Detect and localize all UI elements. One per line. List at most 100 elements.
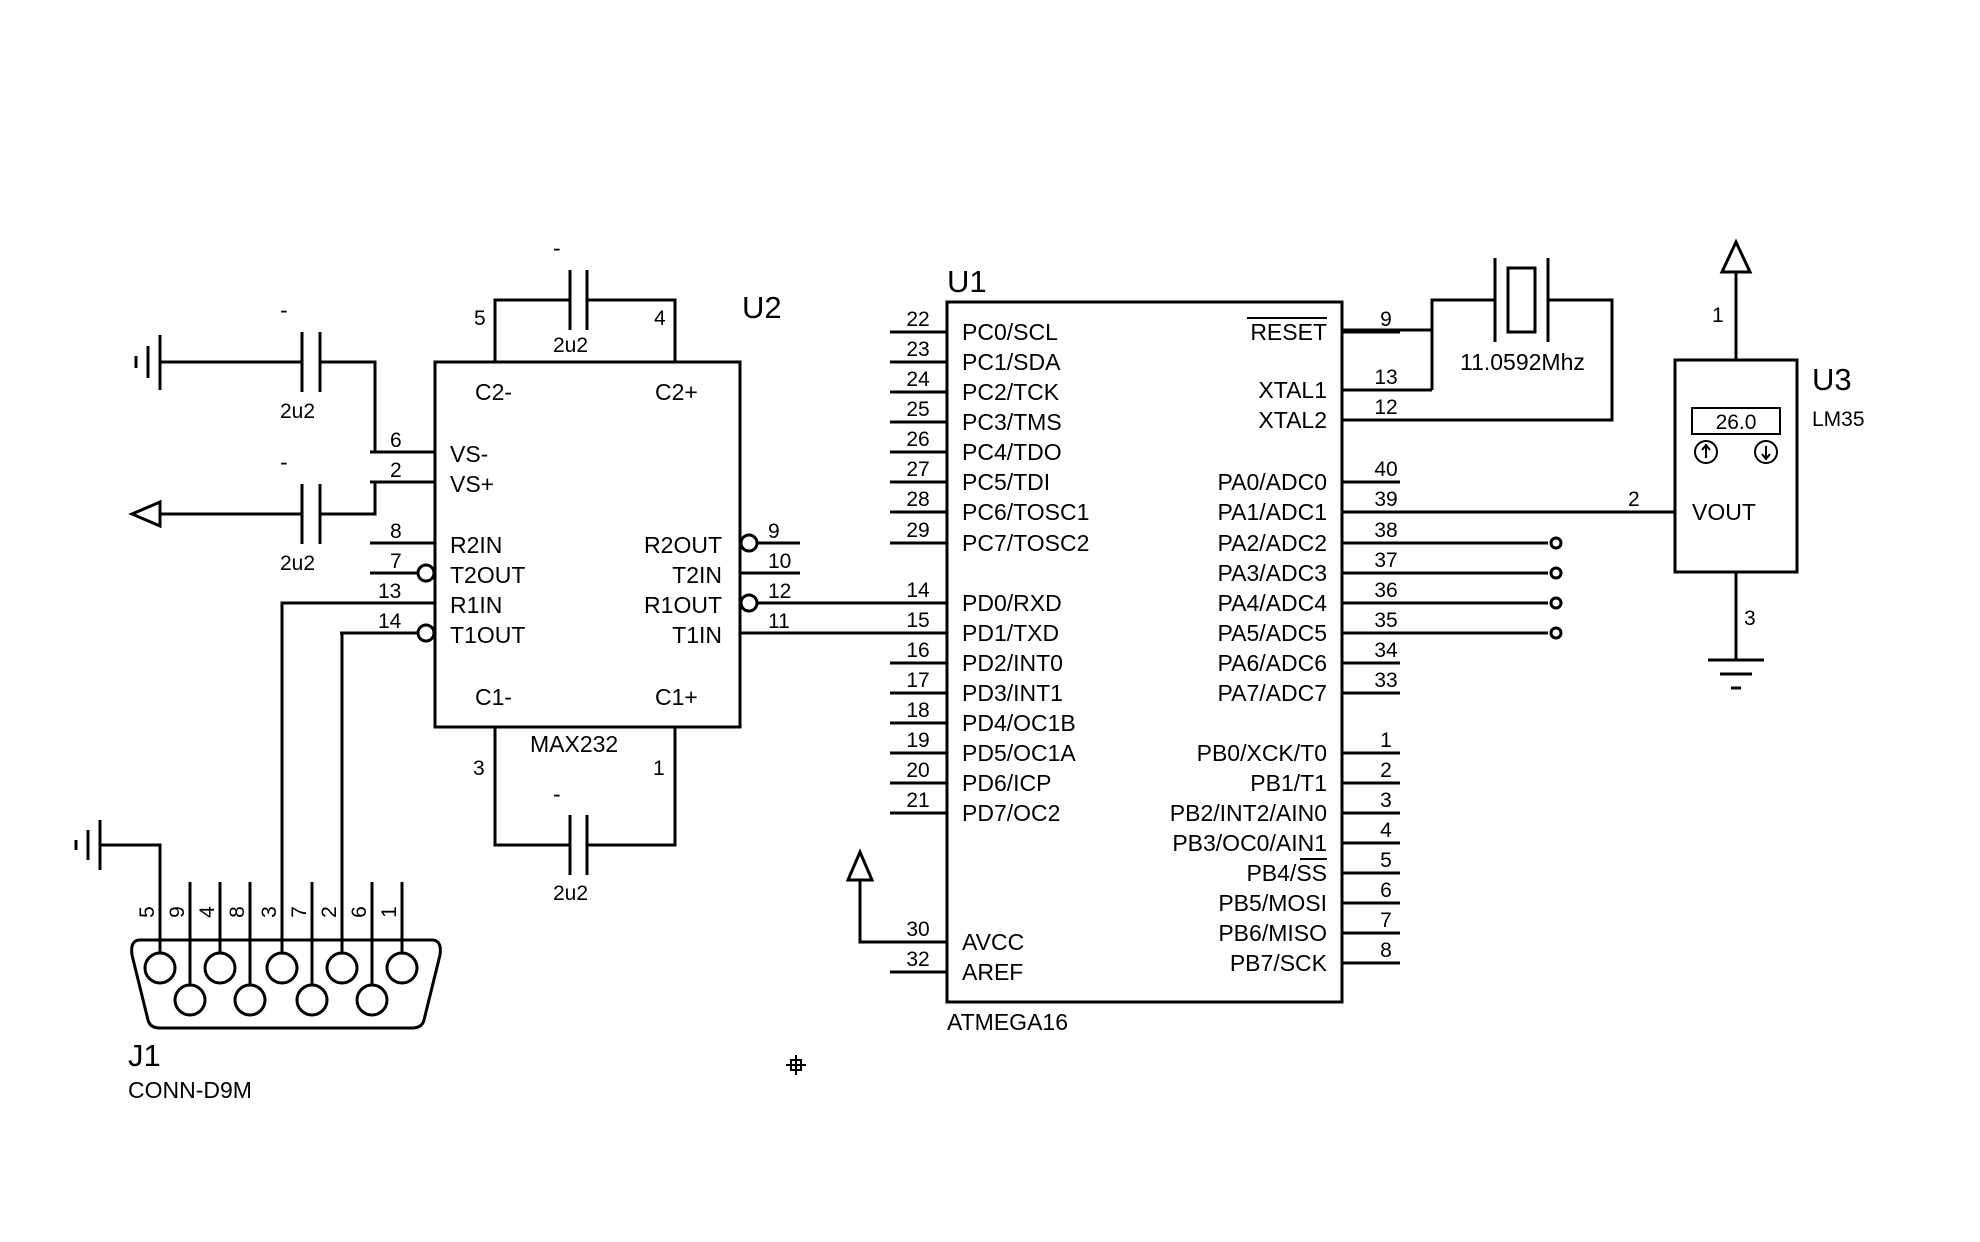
u2-num-vsm: 6 [390, 429, 402, 452]
probe-terminal-icon [1549, 596, 1563, 610]
j1-pin-number: 6 [348, 906, 371, 918]
u3-lm35[interactable]: U3 LM35 26.0 VOUT 1 2 3 [1342, 272, 1865, 660]
u1-pin-number: 3 [1380, 789, 1392, 812]
wire-t1out-j1 [340, 631, 370, 882]
u1-pin-number: 37 [1374, 549, 1397, 572]
c4-value: 2u2 [280, 552, 315, 575]
u2-pin-t1out: T1OUT [450, 622, 525, 648]
u2-pin-c2m: C2- [475, 379, 512, 405]
u3-ref: U3 [1812, 362, 1852, 397]
u2-pin-c1p: C1+ [655, 684, 698, 710]
u1-pin-number: 18 [906, 699, 929, 722]
j1-pin-number: 2 [318, 906, 341, 918]
j1-pin-number: 5 [136, 906, 159, 918]
u2-ref: U2 [742, 290, 782, 325]
u1-pin-number: 13 [1374, 366, 1397, 389]
u1-pin-number: 1 [1380, 729, 1392, 752]
u2-num-t2out: 7 [390, 550, 402, 573]
j1-part: CONN-D9M [128, 1077, 252, 1103]
u1-pin-name: PB7/SCK [1230, 950, 1328, 976]
u1-pin-name: PA2/ADC2 [1217, 530, 1327, 556]
u2-r2out-inversion-dot [739, 533, 759, 553]
u3-num-gnd: 3 [1744, 607, 1756, 630]
capacitor-c4[interactable]: 2u2 - [160, 449, 377, 575]
crystal-x1[interactable]: 11.0592Mhz [1342, 258, 1614, 422]
j1-pin-number: 3 [258, 906, 281, 918]
u1-pin-name: PA6/ADC6 [1217, 650, 1327, 676]
u1-pin-name: PB3/OC0/AIN1 [1172, 830, 1327, 856]
j1-pin-number: 9 [166, 906, 189, 918]
u1-pin-name: PC1/SDA [962, 349, 1061, 375]
j1-pin-circle [173, 983, 207, 1017]
u3-part: LM35 [1812, 408, 1865, 431]
u1-pin-number: 5 [1380, 849, 1392, 872]
u1-pin-number: 4 [1380, 819, 1392, 842]
u1-pin-number: 14 [906, 579, 930, 602]
u1-pin-name: PD7/OC2 [962, 800, 1060, 826]
capacitor-c2[interactable]: 2u2 - [493, 235, 677, 362]
capacitor-c1[interactable]: 2u2 - [493, 727, 677, 905]
u2-num-t2in: 10 [768, 550, 791, 573]
u1-pin-number: 27 [906, 458, 929, 481]
u2-num-c2p: 4 [654, 307, 666, 330]
u1-pin-name: PD2/INT0 [962, 650, 1063, 676]
u1-pin-number: 32 [906, 948, 929, 971]
u1-pin-name: PA0/ADC0 [1217, 469, 1327, 495]
u1-pin-name: PC0/SCL [962, 319, 1058, 345]
u1-pin-name: PB5/MOSI [1218, 890, 1327, 916]
u3-temp-down-icon[interactable] [1754, 440, 1778, 464]
probe-terminal-icon [1549, 566, 1563, 580]
j1-pin-circle [325, 951, 359, 985]
u2-pin-r1in: R1IN [450, 592, 502, 618]
u1-pin-name: PA7/ADC7 [1217, 680, 1327, 706]
c1-value: 2u2 [553, 882, 588, 905]
u1-pin-name: PD3/INT1 [962, 680, 1063, 706]
j1-pin-circle [265, 951, 299, 985]
capacitor-c3[interactable]: 2u2 - [160, 297, 377, 454]
u1-pin-number: 24 [906, 368, 930, 391]
u2-t2out-inversion-dot [416, 563, 436, 583]
u1-pin-name: AREF [962, 959, 1023, 985]
ground-icon [134, 335, 162, 390]
u1-pin-name: PA5/ADC5 [1217, 620, 1327, 646]
u2-t1out-inversion-dot [416, 623, 436, 643]
u1-pin-number: 6 [1380, 879, 1392, 902]
u3-body [1673, 358, 1799, 574]
u1-pin-number: 36 [1374, 579, 1397, 602]
u2-r1out-inversion-dot [739, 593, 759, 613]
u2-max232[interactable]: U2 MAX232 C2- C2+ VS- VS+ R2IN T2OUT R1I… [340, 290, 890, 780]
c1-polarity: - [553, 781, 561, 807]
u1-pin-number: 12 [1374, 396, 1397, 419]
u1-body [945, 300, 1344, 1004]
u1-pin-number: 23 [906, 338, 929, 361]
u1-pin-name: PC2/TCK [962, 379, 1060, 405]
u1-pin-number: 2 [1380, 759, 1392, 782]
u1-pin-number: 19 [906, 729, 929, 752]
u1-pin-number: 25 [906, 398, 929, 421]
j1-ground-icon [74, 820, 162, 882]
u1-pin-name: PC4/TDO [962, 439, 1062, 465]
u1-pin-name: PB0/XCK/T0 [1197, 740, 1327, 766]
u1-pin-name: RESET [1250, 319, 1327, 345]
u2-pin-c2p: C2+ [655, 379, 698, 405]
u2-pin-t2in: T2IN [672, 562, 722, 588]
u3-temp-up-icon[interactable] [1694, 440, 1718, 464]
u3-ground-icon [1708, 658, 1764, 690]
u1-pin-number: 34 [1374, 639, 1398, 662]
u2-pin-c1m: C1- [475, 684, 512, 710]
u2-pin-r2out: R2OUT [644, 532, 722, 558]
u2-num-r2out: 9 [768, 520, 780, 543]
u1-pin-name: PB2/INT2/AIN0 [1170, 800, 1327, 826]
u1-pin-name: PC6/TOSC1 [962, 499, 1089, 525]
u1-pin-number: 28 [906, 488, 929, 511]
u1-pin-name: PB4/SS [1246, 860, 1327, 886]
u1-pin-number: 20 [906, 759, 929, 782]
u1-pin-number: 40 [1374, 458, 1397, 481]
u2-pin-r2in: R2IN [450, 532, 502, 558]
j1-pin-number: 1 [378, 906, 401, 918]
u1-pin-number: 9 [1380, 308, 1392, 331]
